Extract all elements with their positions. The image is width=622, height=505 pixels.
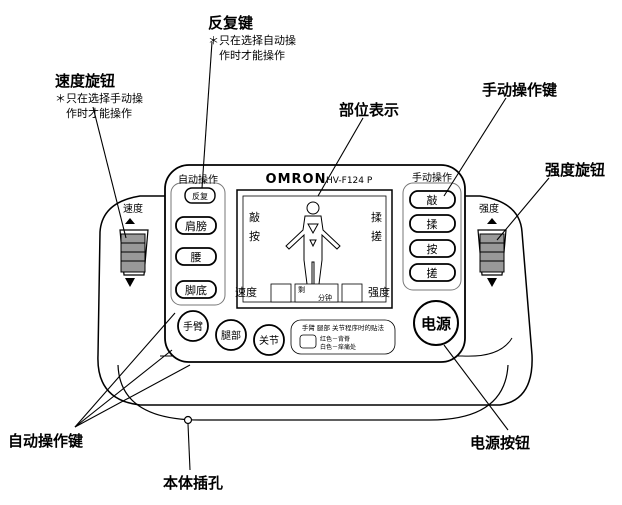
- auto-button-shoulder-label: 肩膀: [185, 219, 207, 233]
- callout-repeat-key-note-1: ＊只在选择自动操: [208, 34, 296, 47]
- body-jack[interactable]: [183, 415, 193, 425]
- area-button-joint[interactable]: 关节: [253, 324, 285, 356]
- intensity-indicator-label: 强度: [368, 285, 390, 299]
- power-button[interactable]: 电源: [413, 300, 459, 346]
- callout-body-display: 部位表示: [339, 101, 400, 119]
- callout-repeat-key-note-2: 作时才能操作: [219, 49, 285, 62]
- callout-speed-knob-title: 速度旋钮: [55, 72, 116, 90]
- intensity-up-arrow-icon: [487, 218, 497, 224]
- speed-knob[interactable]: [119, 229, 149, 276]
- callout-speed-knob: 速度旋钮 ＊只在选择手动操 作时才能操作: [55, 70, 143, 121]
- speed-indicator-label: 速度: [235, 285, 257, 299]
- mode-left-press: 按: [249, 229, 260, 243]
- manual-button-rub-label: 搓: [427, 266, 438, 280]
- auto-button-sole[interactable]: 脚底: [175, 280, 217, 299]
- intensity-knob-label: 强度: [479, 202, 499, 215]
- auto-operation-label: 自动操作: [178, 173, 218, 186]
- callout-manual-keys: 手动操作键: [482, 81, 558, 99]
- leader-lines: [74, 41, 550, 471]
- hint-line-white: 白色－痒痛处: [320, 343, 356, 351]
- hint-line-red: 红色－背脊: [320, 335, 350, 343]
- manual-button-rub[interactable]: 搓: [409, 263, 456, 282]
- repeat-button-label: 反复: [192, 191, 208, 201]
- speed-knob-label: 速度: [123, 202, 143, 215]
- area-button-arm-label: 手臂: [183, 320, 203, 333]
- callout-body-jack: 本体插孔: [163, 474, 224, 492]
- power-button-label: 电源: [421, 315, 451, 333]
- area-button-leg[interactable]: 腿部: [215, 319, 247, 351]
- manual-button-knead[interactable]: 揉: [409, 214, 456, 233]
- hint-title: 手臂 腿部 关节程序时的贴法: [302, 323, 385, 332]
- manual-button-press-label: 按: [427, 242, 438, 256]
- mode-left-tap: 敲: [249, 210, 260, 224]
- callout-speed-knob-note-1: ＊只在选择手动操: [55, 92, 143, 105]
- pad-icon: [299, 334, 317, 349]
- auto-button-shoulder[interactable]: 肩膀: [175, 216, 217, 235]
- callout-power-button: 电源按钮: [470, 434, 531, 452]
- timer-prefix: 剩: [298, 285, 305, 294]
- area-button-leg-label: 腿部: [221, 329, 241, 342]
- model-number: HV-F124 P: [326, 176, 373, 186]
- callout-repeat-key: 反复键 ＊只在选择自动操 作时才能操作: [208, 12, 296, 63]
- callout-intensity-knob: 强度旋钮: [545, 161, 606, 179]
- manual-button-knead-label: 揉: [427, 217, 438, 231]
- auto-button-waist-label: 腰: [191, 251, 202, 264]
- callout-repeat-key-title: 反复键: [208, 14, 254, 32]
- speed-up-arrow-icon: [125, 218, 135, 224]
- intensity-down-arrow-icon: [487, 278, 497, 287]
- auto-button-waist[interactable]: 腰: [175, 247, 217, 266]
- area-button-joint-label: 关节: [259, 334, 279, 347]
- manual-button-tap-label: 敲: [427, 193, 438, 207]
- callout-speed-knob-note-2: 作时才能操作: [66, 107, 132, 120]
- area-button-arm[interactable]: 手臂: [177, 310, 209, 342]
- timer-unit: 分钟: [318, 293, 332, 302]
- manual-button-press[interactable]: 按: [409, 239, 456, 258]
- speed-down-arrow-icon: [125, 278, 135, 287]
- intensity-knob[interactable]: [477, 229, 507, 276]
- callout-auto-keys: 自动操作键: [8, 432, 84, 450]
- pad-placement-hint: 手臂 腿部 关节程序时的贴法 红色－背脊 白色－痒痛处: [290, 319, 396, 355]
- body-figure: [285, 201, 341, 293]
- manual-button-tap[interactable]: 敲: [409, 190, 456, 209]
- mode-right-knead: 揉: [371, 210, 382, 224]
- timer-readout: 剩 分钟: [270, 283, 363, 303]
- mode-right-rub: 搓: [371, 229, 382, 243]
- manual-operation-label: 手动操作: [412, 171, 452, 184]
- repeat-button[interactable]: 反复: [184, 187, 216, 204]
- brand-logo: OMRON: [266, 172, 327, 187]
- auto-button-sole-label: 脚底: [185, 283, 207, 297]
